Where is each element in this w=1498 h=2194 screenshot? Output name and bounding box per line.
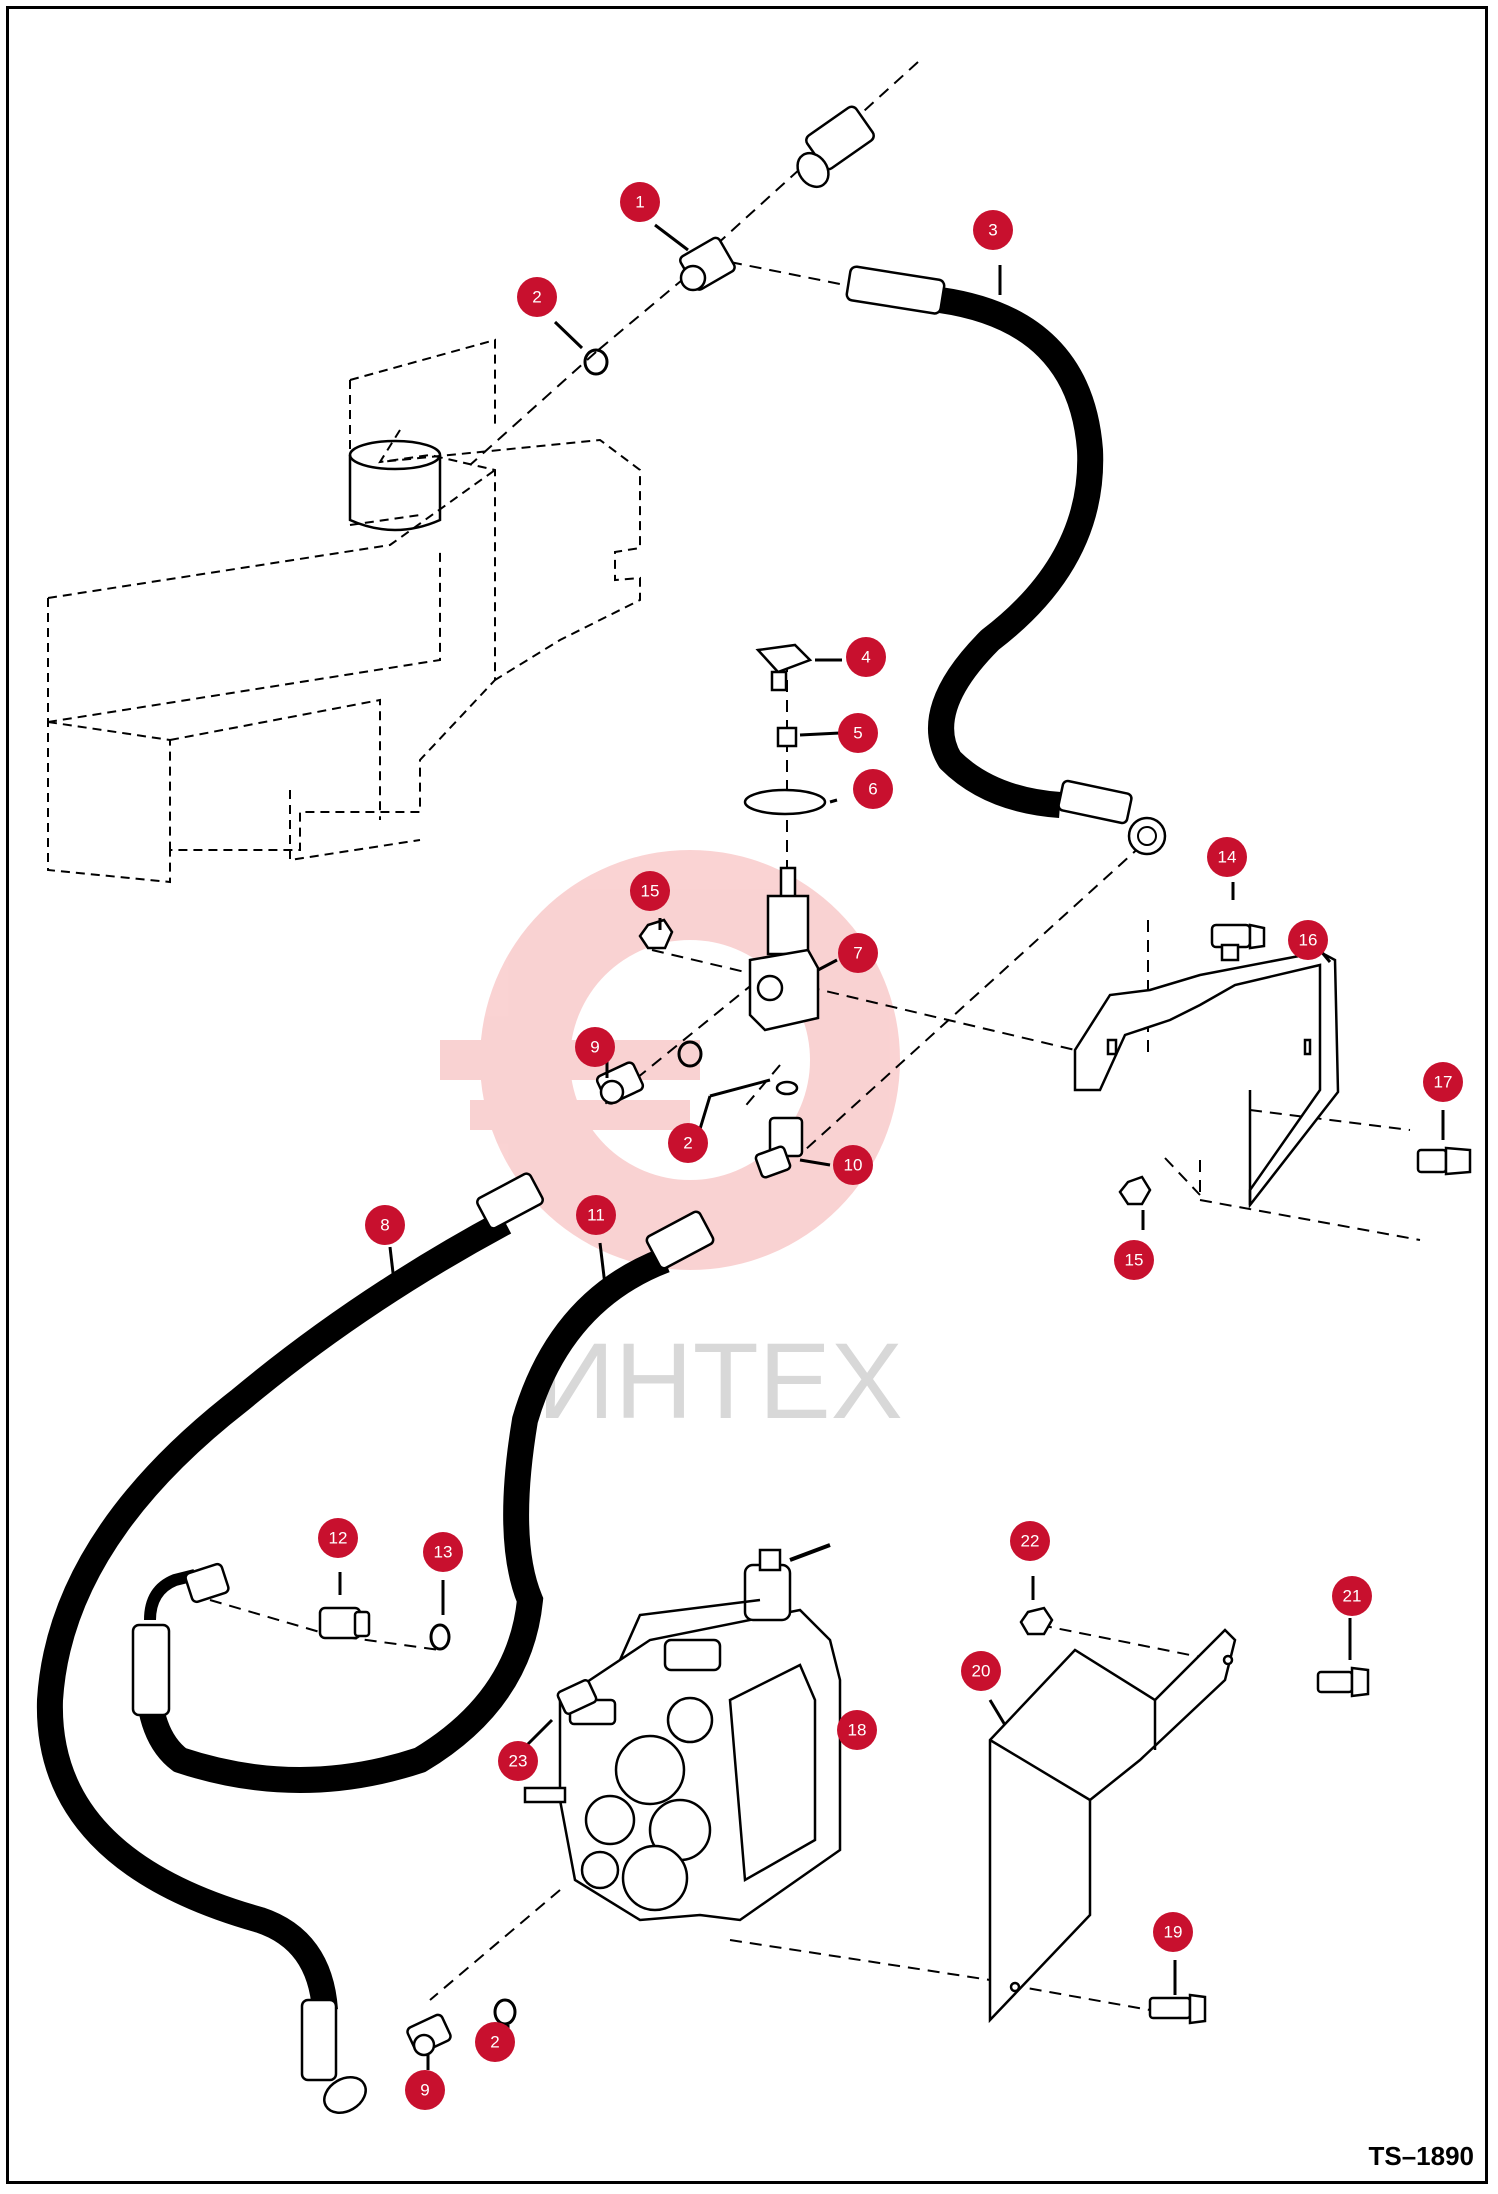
fitting-9-bottom — [406, 2013, 452, 2057]
callout-5: 5 — [838, 713, 878, 753]
callout-11: 11 — [576, 1195, 616, 1235]
bolt-19 — [1148, 1993, 1207, 2025]
svg-text:11: 11 — [587, 1206, 605, 1225]
svg-text:13: 13 — [434, 1543, 453, 1562]
svg-text:8: 8 — [380, 1216, 389, 1235]
callout-15-upper: 15 — [630, 871, 670, 911]
svg-text:9: 9 — [420, 2081, 429, 2100]
callout-6: 6 — [853, 769, 893, 809]
o-ring-2-top — [583, 348, 609, 376]
callout-1: 1 — [620, 182, 660, 222]
svg-text:10: 10 — [844, 1156, 863, 1175]
svg-text:4: 4 — [861, 648, 870, 667]
hydraulic-tank — [47, 338, 641, 884]
svg-text:18: 18 — [848, 1721, 867, 1740]
callout-21: 21 — [1332, 1576, 1372, 1616]
bracket-16 — [1073, 950, 1340, 1209]
svg-text:20: 20 — [972, 1662, 991, 1681]
callout-3: 3 — [973, 210, 1013, 250]
hose-11 — [131, 1210, 715, 1793]
fitting-10 — [754, 1116, 804, 1179]
svg-text:5: 5 — [853, 724, 862, 743]
callout-10: 10 — [833, 1145, 873, 1185]
o-ring-2-small — [775, 1080, 799, 1096]
svg-text:9: 9 — [590, 1038, 599, 1057]
svg-text:7: 7 — [853, 944, 862, 963]
svg-text:6: 6 — [868, 780, 877, 799]
bolt-14 — [1210, 923, 1266, 962]
callout-8: 8 — [365, 1205, 405, 1245]
o-ring-2-mid — [677, 1040, 703, 1068]
callout-12: 12 — [318, 1518, 358, 1558]
svg-text:15: 15 — [641, 882, 660, 901]
tank-filler-neck — [348, 439, 442, 532]
svg-text:3: 3 — [988, 221, 997, 240]
callout-15-lower: 15 — [1114, 1240, 1154, 1280]
callout-19: 19 — [1153, 1912, 1193, 1952]
callout-20: 20 — [961, 1651, 1001, 1691]
nut-22 — [1019, 1606, 1054, 1636]
callout-2: 2 — [517, 277, 557, 317]
svg-text:23: 23 — [509, 1752, 528, 1771]
svg-text:2: 2 — [683, 1134, 692, 1153]
bracket-20 — [988, 1628, 1237, 2024]
hose-8 — [36, 1172, 544, 2114]
nut-15-lower — [1118, 1175, 1152, 1206]
callout-2-mid: 2 — [668, 1123, 708, 1163]
svg-text:15: 15 — [1125, 1251, 1144, 1270]
callout-2-bottom: 2 — [475, 2022, 515, 2062]
fitting-9-mid — [595, 1061, 645, 1105]
top-hose-end — [796, 105, 875, 189]
svg-text:12: 12 — [329, 1529, 348, 1548]
svg-text:22: 22 — [1021, 1532, 1040, 1551]
callout-9-bottom: 9 — [405, 2070, 445, 2110]
svg-text:16: 16 — [1299, 931, 1318, 950]
callout-23: 23 — [498, 1741, 538, 1781]
callout-17: 17 — [1423, 1062, 1463, 1102]
svg-text:2: 2 — [532, 288, 541, 307]
relief-valve-assembly — [743, 643, 827, 1032]
control-valve-18 — [523, 1543, 842, 1922]
svg-text:1: 1 — [635, 193, 644, 212]
bolt-17 — [1416, 1146, 1472, 1176]
drawing-id: TS–1890 — [1368, 2141, 1474, 2171]
o-ring-13 — [429, 1623, 451, 1651]
callout-7: 7 — [838, 933, 878, 973]
callout-14: 14 — [1207, 837, 1247, 877]
fitting-1 — [679, 236, 736, 292]
callout-22: 22 — [1010, 1521, 1050, 1561]
svg-text:17: 17 — [1434, 1073, 1453, 1092]
callout-16: 16 — [1288, 920, 1328, 960]
callout-13: 13 — [423, 1532, 463, 1572]
o-ring-2-bottom — [493, 1998, 517, 2026]
callout-9-mid: 9 — [575, 1027, 615, 1067]
svg-text:2: 2 — [490, 2033, 499, 2052]
bolt-21 — [1316, 1666, 1370, 1698]
svg-text:21: 21 — [1343, 1587, 1362, 1606]
fitting-23 — [556, 1679, 598, 1715]
callout-leaders — [338, 223, 1445, 2070]
svg-text:19: 19 — [1164, 1923, 1183, 1942]
hose-3 — [845, 265, 1167, 856]
svg-text:14: 14 — [1218, 848, 1237, 867]
callout-4: 4 — [846, 637, 886, 677]
callout-18: 18 — [837, 1710, 877, 1750]
watermark-text: ИНТЕХ — [537, 1320, 903, 1441]
fitting-12 — [318, 1606, 371, 1640]
nut-15-upper — [638, 918, 674, 950]
